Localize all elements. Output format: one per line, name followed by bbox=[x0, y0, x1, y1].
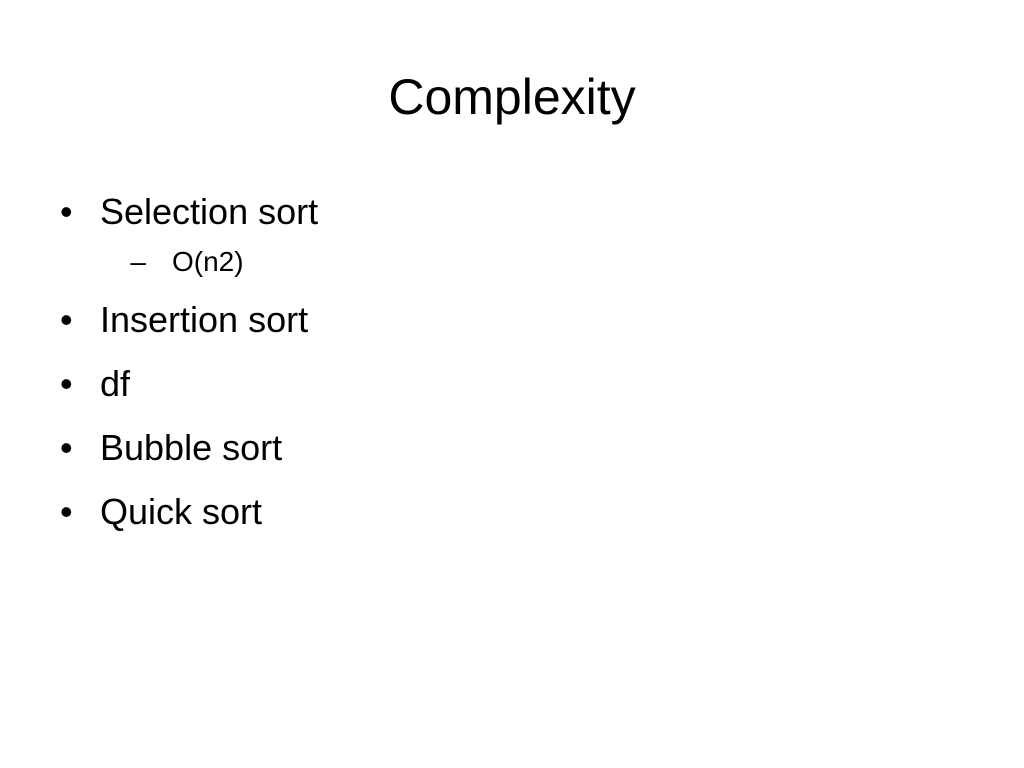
bullet-list: • Selection sort – O(n2) • Insertion sor… bbox=[60, 186, 318, 550]
sub-bullet-label: O(n2) bbox=[172, 246, 244, 277]
slide-title: Complexity bbox=[388, 69, 636, 125]
bullet-label: Insertion sort bbox=[100, 299, 309, 340]
bullet-icon: • bbox=[60, 363, 73, 404]
sub-bullet-item: – O(n2) bbox=[130, 242, 318, 282]
bullet-label: Bubble sort bbox=[100, 427, 283, 468]
bullet-icon: • bbox=[60, 427, 73, 468]
dash-icon: – bbox=[130, 246, 146, 277]
bullet-item: • df bbox=[60, 358, 318, 410]
bullet-icon: • bbox=[60, 491, 73, 532]
bullet-item: • Quick sort bbox=[60, 486, 318, 538]
bullet-item: • Selection sort – O(n2) bbox=[60, 186, 318, 282]
bullet-label: Selection sort bbox=[100, 191, 319, 232]
bullet-item: • Bubble sort bbox=[60, 422, 318, 474]
sub-bullet-list: – O(n2) bbox=[100, 242, 318, 282]
bullet-label: Quick sort bbox=[100, 491, 263, 532]
bullet-icon: • bbox=[60, 299, 73, 340]
bullet-icon: • bbox=[60, 191, 73, 232]
bullet-item: • Insertion sort bbox=[60, 294, 318, 346]
bullet-label: df bbox=[100, 363, 131, 404]
